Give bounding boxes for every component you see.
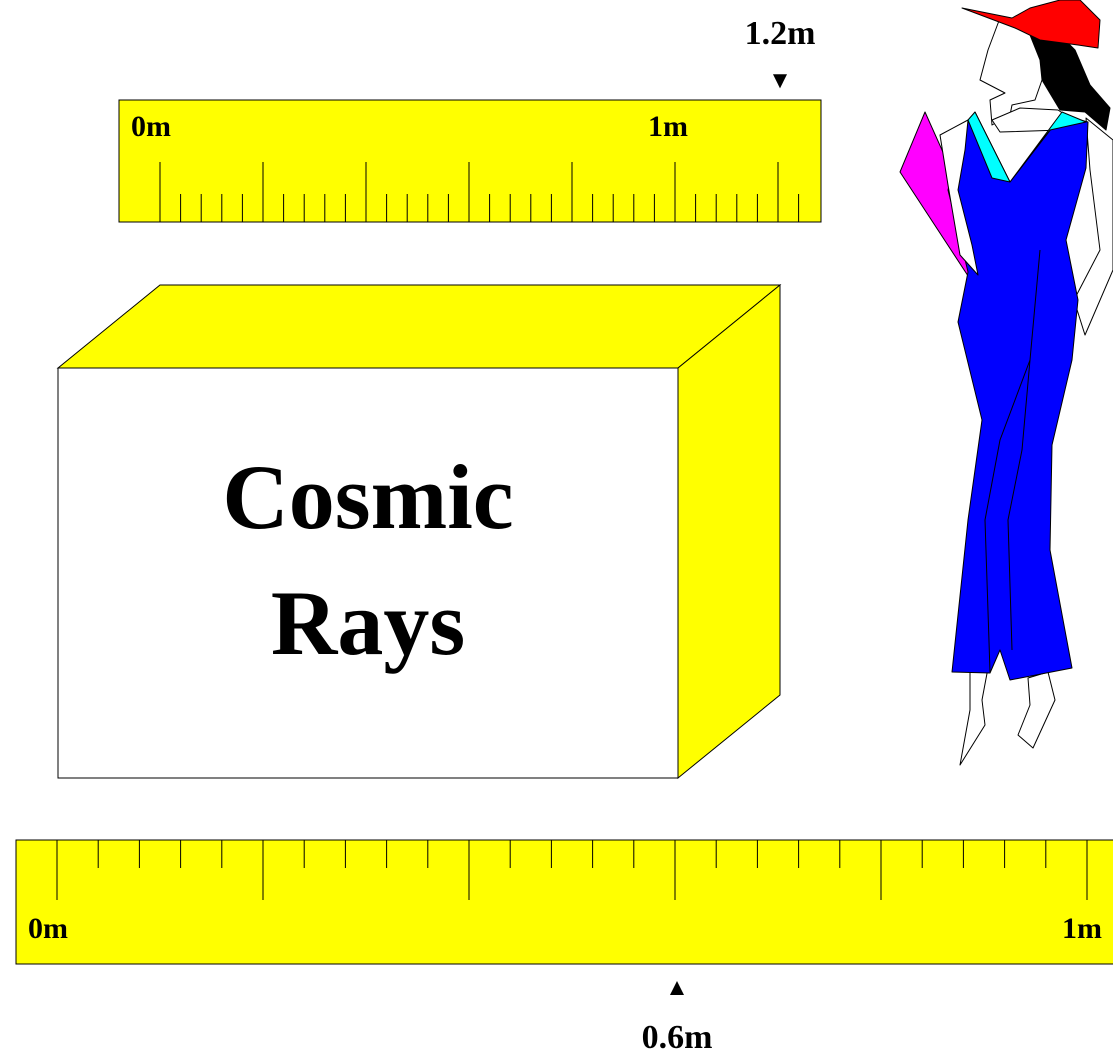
person-right-leg <box>1017 671 1056 749</box>
person-front-arm <box>939 119 979 276</box>
bottom-ruler-end-label: 1m <box>1062 912 1102 945</box>
person-jumpsuit <box>947 111 1089 681</box>
person-cap-icon <box>961 0 1101 49</box>
top-ruler-ticks <box>159 162 800 222</box>
box-front-face <box>57 367 679 779</box>
person-left-leg <box>959 667 989 766</box>
person-leg-divider <box>1007 249 1041 651</box>
bottom-ruler-body <box>15 839 1113 965</box>
bottom-ruler-ticks <box>56 840 1088 900</box>
bottom-ruler: 0m 1m <box>15 839 1113 965</box>
box-top-face <box>56 284 782 369</box>
cosmic-rays-box: Cosmic Rays <box>56 283 782 780</box>
top-ruler: 0m 1m <box>118 99 822 223</box>
top-ruler-start-label: 0m <box>131 110 171 143</box>
person-collar-left <box>967 111 1011 183</box>
person-leg-divider-2 <box>984 359 1031 673</box>
top-ruler-end-label: 1m <box>648 110 688 143</box>
top-marker-label: 1.2m <box>745 15 816 52</box>
top-marker-arrow-icon: ▼ <box>768 68 792 94</box>
bottom-marker-arrow-icon: ▲ <box>665 975 689 1001</box>
person-collar-right <box>1009 111 1087 183</box>
box-side-face <box>677 283 781 780</box>
person-back-arm <box>1073 117 1113 336</box>
box-title-line2: Rays <box>271 572 465 674</box>
box-title-line1: Cosmic <box>222 446 513 548</box>
top-ruler-body <box>118 99 822 223</box>
bottom-marker-label: 0.6m <box>642 1019 713 1055</box>
bottom-ruler-start-label: 0m <box>28 912 68 945</box>
person-figure <box>899 0 1113 766</box>
